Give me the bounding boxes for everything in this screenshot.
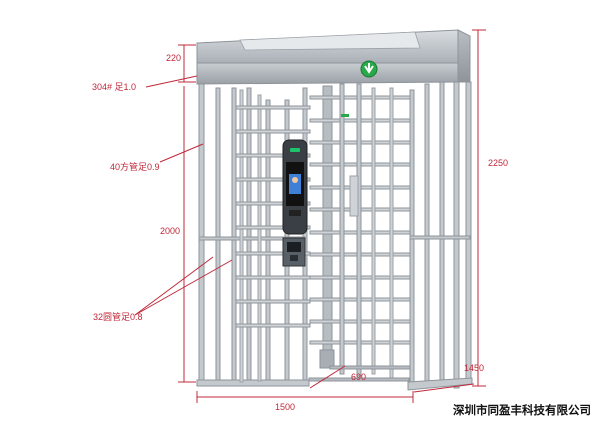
left-cage-side — [239, 89, 262, 383]
dim-top-height: 220 — [166, 53, 181, 63]
top-beam-side — [457, 29, 471, 83]
floor-frame — [308, 365, 411, 382]
green-down-arrow-icon — [360, 60, 378, 78]
dim-width: 1500 — [275, 402, 295, 412]
labels: 220 2000 2250 1500 1450 690 304# 足1.0 40… — [92, 53, 508, 412]
rotor-column — [319, 85, 335, 369]
left-cage — [196, 83, 310, 387]
annotation-top-material: 304# 足1.0 — [92, 82, 136, 92]
dim-passage: 690 — [351, 372, 366, 382]
dim-body-height: 2000 — [160, 226, 180, 236]
dim-total-height: 2250 — [488, 158, 508, 168]
sensor-light — [341, 114, 349, 117]
right-cage — [339, 81, 473, 391]
annotation-square-tube: 40方管足0.9 — [110, 161, 160, 172]
dim-depth: 1450 — [464, 363, 484, 373]
face-recognition-terminal — [282, 139, 308, 235]
company-watermark: 深圳市同盈丰科技有限公司 — [453, 403, 591, 417]
card-reader-icon — [282, 237, 306, 267]
roof-center-panel — [239, 31, 421, 51]
top-beam-front — [196, 62, 459, 85]
dimension-lines — [134, 29, 486, 403]
annotation-round-tube: 32圆管足0.8 — [93, 311, 143, 322]
turnstile-frame — [196, 29, 473, 391]
